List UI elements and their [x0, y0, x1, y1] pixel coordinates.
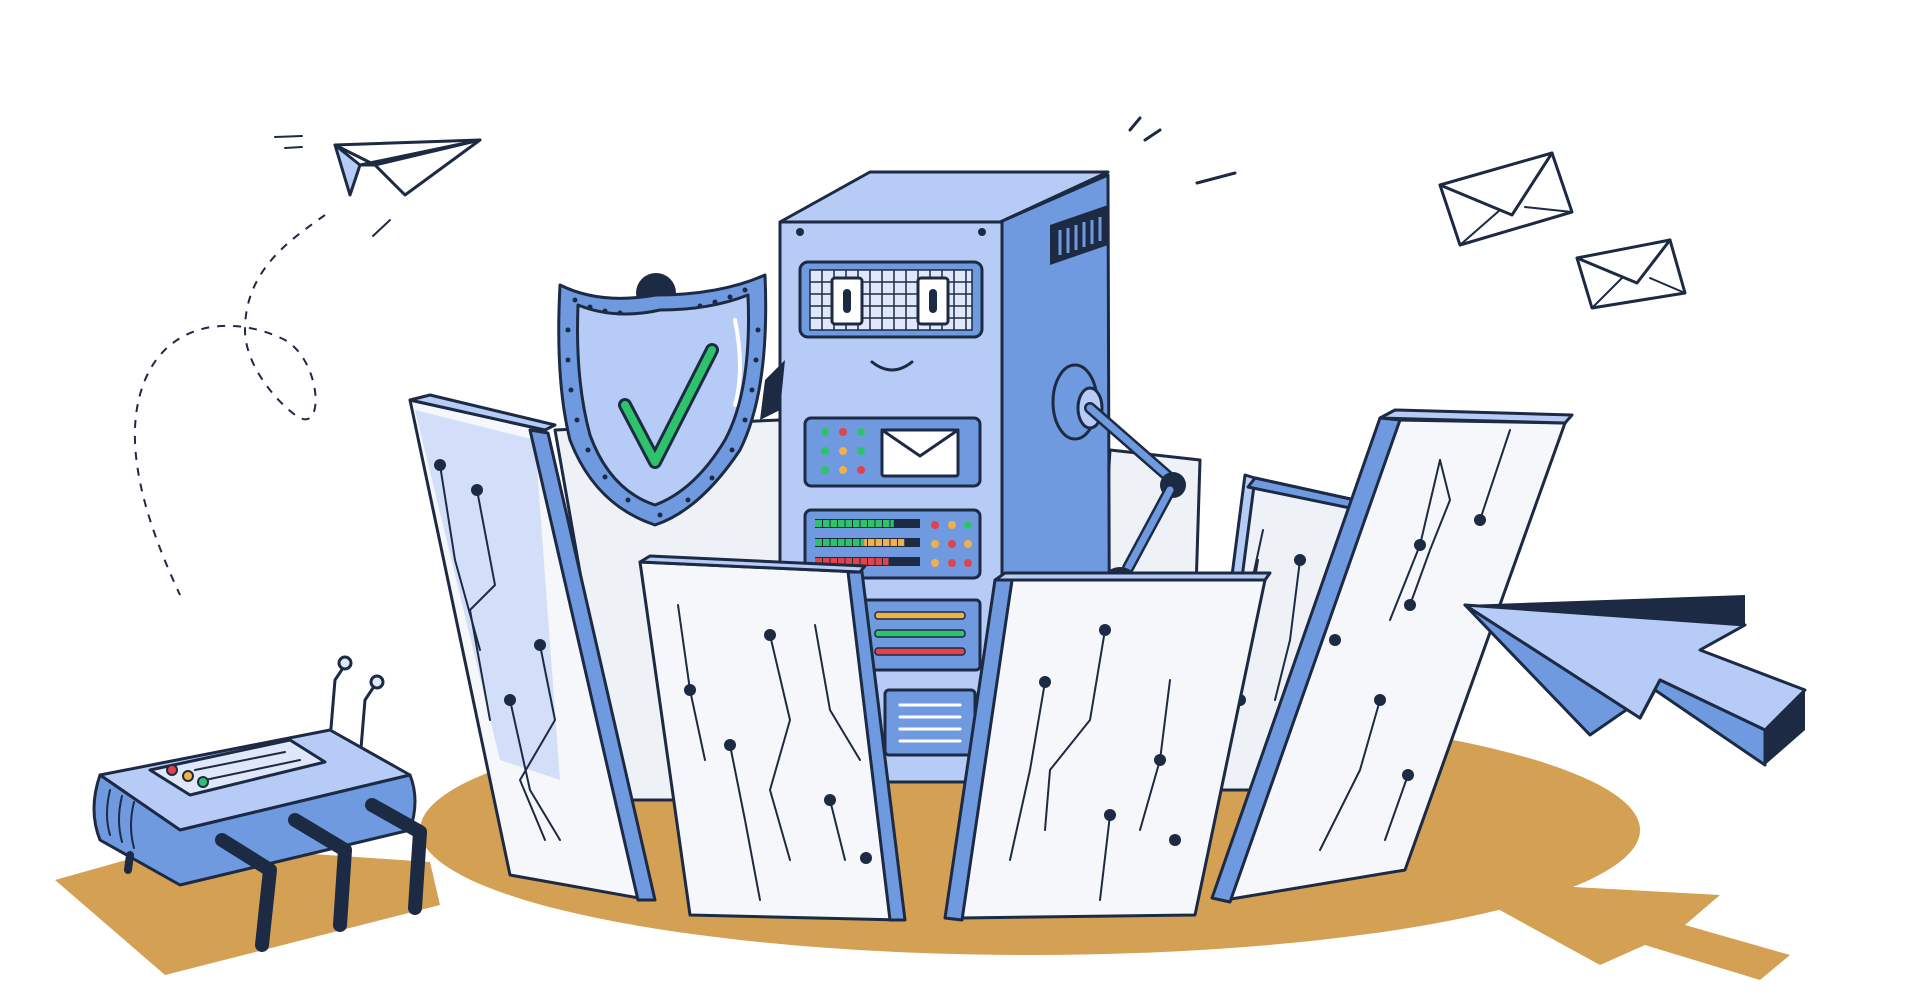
speed-line	[284, 146, 303, 149]
server-arm-right	[1051, 363, 1186, 589]
cursor-ground-shadow	[1445, 880, 1790, 980]
paper-plane	[133, 135, 482, 596]
indicator-dots	[821, 428, 865, 474]
router-body-front	[92, 773, 417, 887]
panel-center-right	[943, 571, 1272, 922]
motion-marks	[1128, 116, 1237, 185]
panel-left	[408, 393, 657, 902]
envelope-2	[1575, 238, 1687, 310]
led-bar-fill	[815, 558, 889, 565]
router	[92, 655, 427, 952]
led-bar-fill	[815, 539, 865, 546]
server-vent	[1050, 205, 1108, 265]
speed-line	[274, 135, 303, 138]
plane-fold	[358, 138, 482, 167]
plane-trail	[133, 214, 326, 596]
led-bar-fill	[864, 539, 905, 546]
smile	[870, 360, 914, 372]
envelope-1	[1438, 151, 1574, 247]
speed-line	[372, 219, 391, 237]
server-tower[interactable]	[778, 170, 1186, 862]
mail-icon	[880, 428, 960, 478]
router-antenna	[358, 683, 377, 762]
plane-wing	[333, 143, 362, 197]
led-dots	[931, 521, 972, 567]
vent-slots	[883, 688, 977, 757]
security-shield	[557, 273, 785, 527]
led-bar-fill	[815, 520, 894, 527]
panel-right	[1210, 408, 1574, 904]
router-antenna	[328, 663, 347, 742]
cursor-icon	[1463, 595, 1807, 767]
plane-body	[333, 138, 482, 197]
router-legs	[124, 798, 427, 952]
panel-center-left	[638, 554, 907, 922]
led-bars	[815, 519, 920, 566]
shield-handle	[760, 360, 785, 420]
firewall-front	[408, 393, 1574, 922]
cursor-face	[1463, 603, 1807, 732]
